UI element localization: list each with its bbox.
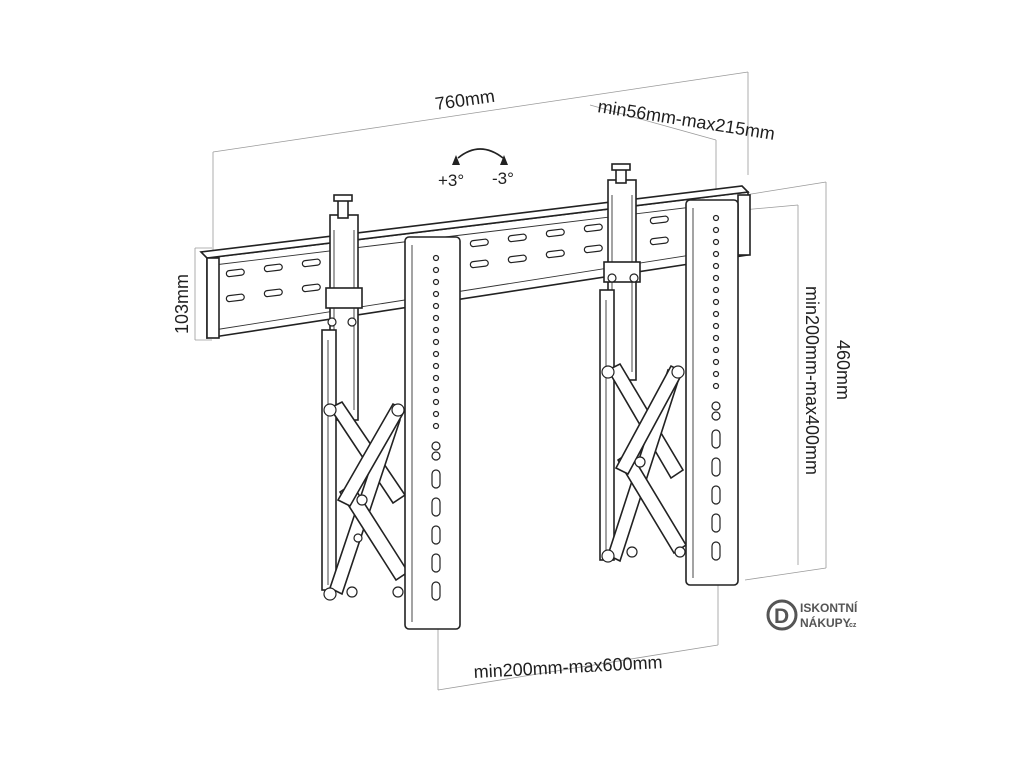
label-height-total: 460mm [833,340,853,400]
tilt-indicator [452,148,508,165]
discount-shop-logo: D ISKONTNÍ NÁKUPY .cz [766,599,858,631]
right-plate-holes [711,214,721,561]
logo-letter: D [774,605,789,628]
right-scissor-arm [599,163,688,563]
label-width-total: 760mm [434,86,496,114]
left-scissor-arm [321,194,410,601]
label-horizontal-spacing: min200mm-max600mm [473,652,663,682]
tilt-down-arrow-icon [500,155,508,165]
label-tilt-down: -3° [492,169,514,188]
logo-suffix: .cz [847,622,857,629]
label-rail-height: 103mm [172,274,192,334]
logo-line2: NÁKUPY [800,615,851,630]
label-depth: min56mm-max215mm [596,96,776,144]
label-vertical-spacing: min200mm-max400mm [802,286,822,475]
rail-slots [225,215,669,303]
logo-line1: ISKONTNÍ [800,600,858,615]
right-vertical-plate [685,199,739,586]
left-plate-holes [431,254,441,601]
tilt-up-arrow-icon [452,155,460,165]
left-vertical-plate [404,236,461,630]
horizontal-rail [199,185,751,339]
label-tilt-up: +3° [438,171,464,190]
